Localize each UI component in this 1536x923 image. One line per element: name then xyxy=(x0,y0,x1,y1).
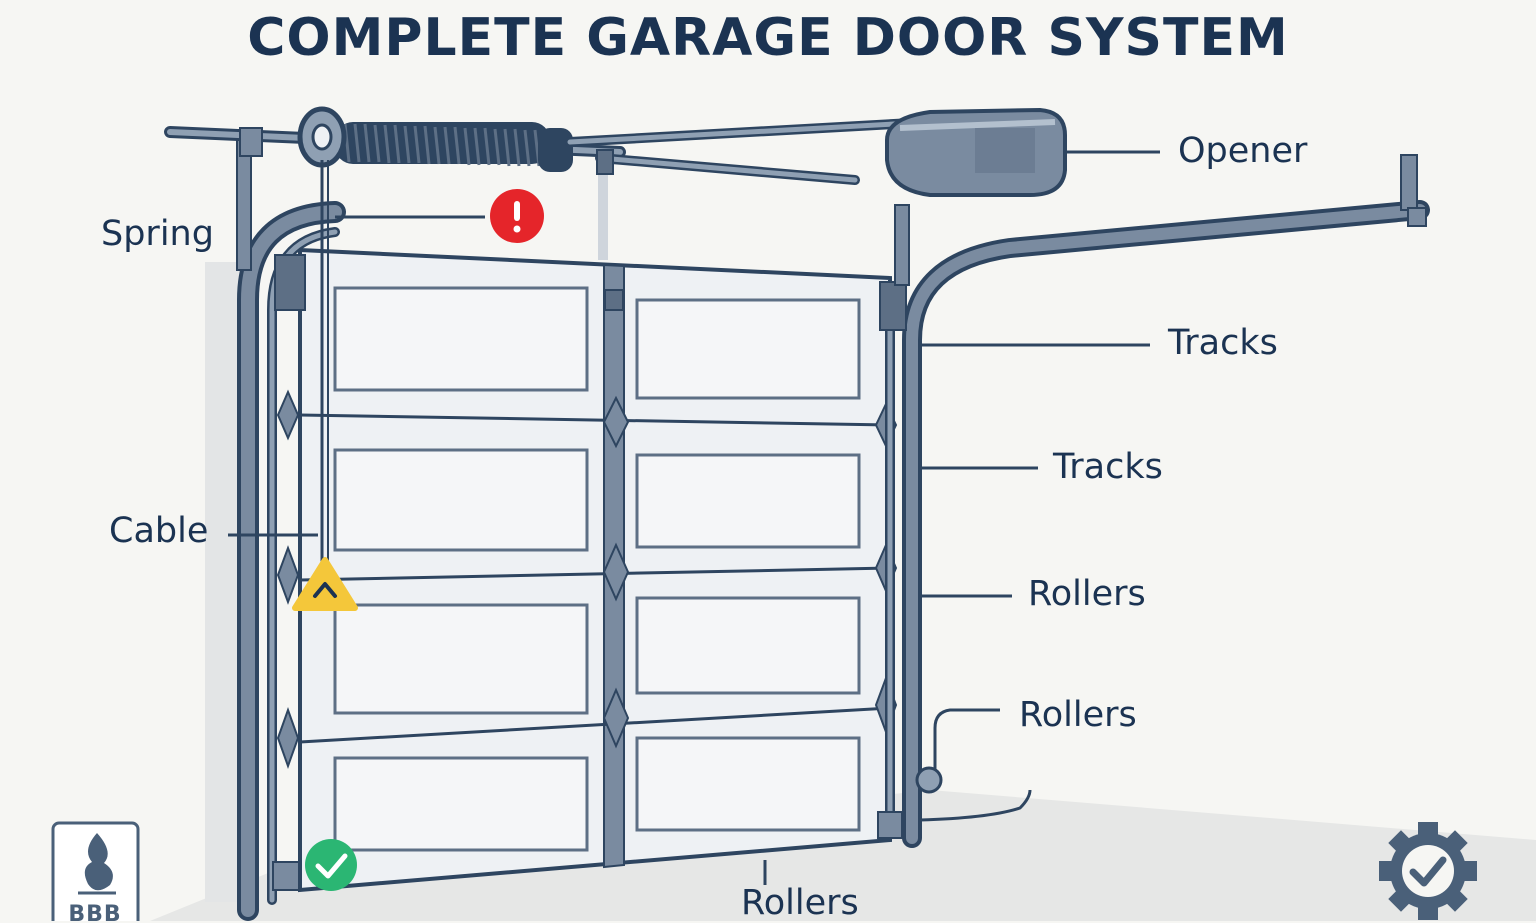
spring-windings xyxy=(343,123,541,167)
left-bracket xyxy=(274,254,306,311)
panel-left-2 xyxy=(333,448,589,552)
leader-rollers-right-lower xyxy=(933,708,1000,770)
hinge xyxy=(276,389,300,441)
right-post xyxy=(894,204,910,286)
label-rollers-right-lower: Rollers xyxy=(1019,695,1137,735)
bbb-logo-text: BBB xyxy=(68,902,121,921)
label-spring: Spring xyxy=(101,214,214,254)
exclamation-circle-icon xyxy=(490,189,544,243)
rear-hanger-right xyxy=(1400,154,1418,211)
right-bottom-bracket xyxy=(877,811,903,839)
opener-unit xyxy=(885,107,1067,197)
left-bottom-bracket xyxy=(272,861,300,891)
panel-right-1 xyxy=(635,298,861,400)
label-opener: Opener xyxy=(1178,131,1308,171)
check-circle-icon xyxy=(305,839,357,891)
leader-lines xyxy=(228,150,1160,885)
rear-hanger-left xyxy=(598,150,608,260)
panel-left-4 xyxy=(333,756,589,852)
panel-right-4 xyxy=(635,736,861,832)
bottom-roller-wheel xyxy=(915,766,943,794)
floor-shadow xyxy=(150,790,1536,921)
label-tracks-upper: Tracks xyxy=(1168,323,1278,363)
stile-cap xyxy=(604,289,624,311)
leader-floor xyxy=(919,789,1032,822)
rail-trolley xyxy=(596,149,614,175)
label-rollers-bottom: Rollers xyxy=(741,883,859,923)
panel-right-3 xyxy=(635,596,861,695)
hinge xyxy=(602,395,630,449)
hinge xyxy=(602,687,630,749)
diagram-title: COMPLETE GARAGE DOOR SYSTEM xyxy=(247,8,1289,68)
rear-track-end xyxy=(1407,207,1427,227)
hinge xyxy=(602,542,630,602)
section-line-1 xyxy=(299,413,891,427)
warning-triangle-icon xyxy=(292,557,358,611)
door-body xyxy=(298,247,892,893)
label-tracks-lower: Tracks xyxy=(1053,447,1163,487)
panel-right-2 xyxy=(635,453,861,549)
right-track xyxy=(885,200,1430,848)
label-cable: Cable xyxy=(109,511,209,551)
hinge xyxy=(276,545,300,605)
hinge xyxy=(276,707,300,769)
section-line-2 xyxy=(299,566,891,582)
garage-door xyxy=(276,247,898,893)
torsion-assembly xyxy=(164,106,626,172)
section-line-3 xyxy=(299,706,891,744)
panel-left-1 xyxy=(333,286,589,392)
gear-check-icon xyxy=(1379,822,1477,920)
panel-left-3 xyxy=(333,603,589,715)
shaft-bracket xyxy=(239,127,263,157)
bbb-logo-icon: BBB xyxy=(51,821,140,921)
label-rollers-right-upper: Rollers xyxy=(1028,574,1146,614)
spring-cone xyxy=(538,128,573,172)
right-upper-bracket xyxy=(879,281,907,331)
